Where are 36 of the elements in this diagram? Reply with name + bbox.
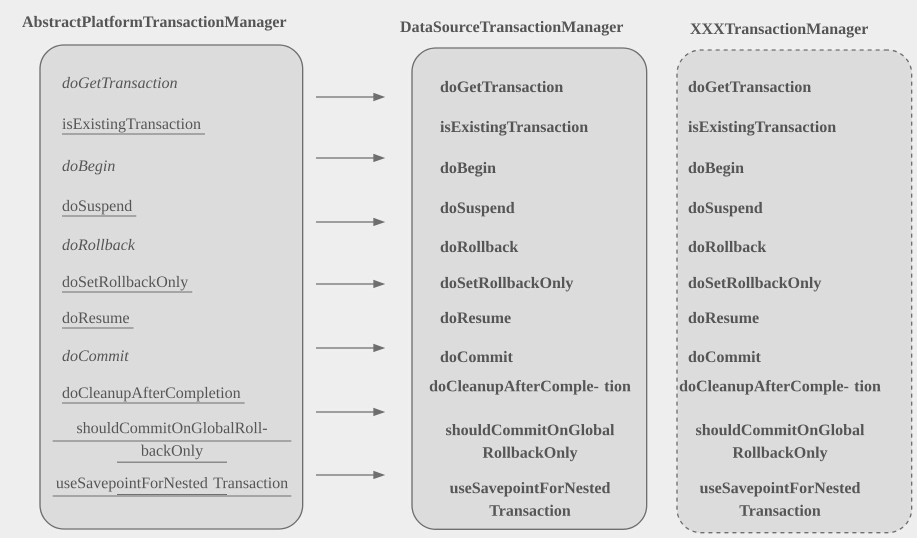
class-name: XXXTransactionManager [690,22,868,38]
class-name: DataSourceTransactionManager [400,20,624,36]
method-name: isExistingTransaction [62,118,205,135]
method-name: doGetTransaction [688,80,812,92]
method-name: doSuspend [62,200,136,217]
method-name: doSetRollbackOnly [688,276,822,292]
method-name: doResume [688,312,759,324]
method-name: doSetRollbackOnly [440,276,574,292]
method-name: doCommit [688,350,761,362]
method-name: doResume [62,312,134,329]
method-name: isExistingTransaction [440,120,588,136]
method-name: useSavepointForNested Transaction [52,477,292,497]
method-name: doSuspend [688,202,763,216]
method-name: shouldCommitOnGlobal RollbackOnly [696,424,864,462]
method-name: doGetTransaction [62,76,177,88]
class-name: AbstractPlatformTransactionManager [22,16,286,31]
method-name: doSetRollbackOnly [62,276,192,293]
method-name: doRollback [440,240,518,252]
method-name: doCleanupAfterComple- tion [430,380,631,395]
method-name: doResume [440,312,511,324]
method-name: doBegin [62,160,115,174]
method-name: doGetTransaction [440,80,564,92]
method-name: doRollback [62,238,136,250]
method-name: isExistingTransaction [688,120,836,136]
method-name: shouldCommitOnGlobal RollbackOnly [446,424,614,462]
method-name: shouldCommitOnGlobalRoll- backOnly [52,422,292,463]
method-name: doCleanupAfterCompletion [62,386,245,404]
method-name: doRollback [688,240,766,252]
method-name: doCommit [440,350,513,362]
method-name: doBegin [688,162,744,177]
method-name: doSuspend [440,202,515,216]
method-name: doCleanupAfterComple- tion [680,380,881,395]
method-name: useSavepointForNested Transaction [450,482,610,516]
method-name: doBegin [440,162,496,177]
method-name: doCommit [62,350,129,362]
method-name: useSavepointForNested Transaction [700,482,860,516]
